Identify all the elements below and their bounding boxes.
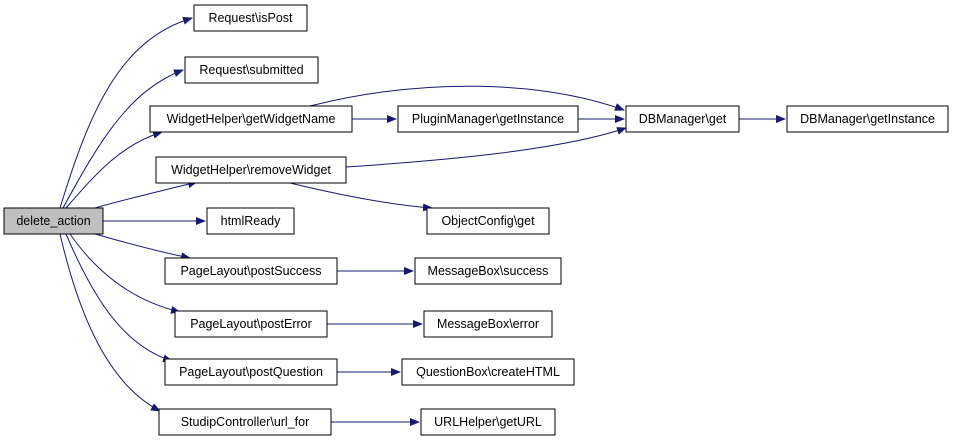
node-label: WidgetHelper\getWidgetName <box>167 112 336 126</box>
node-studipcontroller-url-for[interactable]: StudipController\url_for <box>158 408 332 436</box>
node-delete-action[interactable]: delete_action <box>3 207 104 235</box>
edge-delete-action-to-pagelayout-posterror <box>69 233 181 314</box>
edge-delete-action-to-widgethelper-removewidget <box>94 180 198 209</box>
node-label: QuestionBox\createHTML <box>416 365 560 379</box>
node-label: PageLayout\postSuccess <box>180 264 321 278</box>
edges-layer <box>59 16 786 426</box>
node-pagelayout-posterror[interactable]: PageLayout\postError <box>174 310 328 338</box>
node-label: MessageBox\error <box>437 317 539 331</box>
node-dbmanager-getinstance[interactable]: DBManager\getInstance <box>786 105 949 133</box>
node-messagebox-success[interactable]: MessageBox\success <box>414 257 562 285</box>
node-request-ispost[interactable]: Request\isPost <box>193 4 308 32</box>
node-label: URLHelper\getURL <box>434 415 542 429</box>
node-label: DBManager\get <box>639 112 727 126</box>
node-label: WidgetHelper\removeWidget <box>171 163 331 177</box>
nodes-layer: delete_action Request\isPost Request\sub… <box>3 4 949 436</box>
node-objectconfig-get[interactable]: ObjectConfig\get <box>426 207 550 235</box>
node-label: PluginManager\getInstance <box>412 112 564 126</box>
node-label: delete_action <box>16 214 90 228</box>
edge-delete-action-to-widgethelper-getwidgetname <box>65 130 163 209</box>
edge-delete-action-to-request-ispost <box>59 16 193 209</box>
node-label: DBManager\getInstance <box>800 112 935 126</box>
node-label: PageLayout\postQuestion <box>179 365 323 379</box>
edge-delete-action-to-studipcontroller-url-for <box>59 233 161 412</box>
node-questionbox-createhtml[interactable]: QuestionBox\createHTML <box>401 358 575 386</box>
node-label: PageLayout\postError <box>190 317 312 331</box>
node-widgethelper-getwidgetname[interactable]: WidgetHelper\getWidgetName <box>149 105 353 133</box>
edge-delete-action-to-pagelayout-postquestion <box>65 233 173 363</box>
node-label: htmlReady <box>221 214 281 228</box>
node-label: MessageBox\success <box>428 264 549 278</box>
node-label: Request\isPost <box>208 11 293 25</box>
edge-delete-action-to-request-submitted <box>62 69 184 209</box>
edge-delete-action-to-pagelayout-postsuccess <box>94 233 191 261</box>
node-pagelayout-postquestion[interactable]: PageLayout\postQuestion <box>164 358 338 386</box>
node-messagebox-error[interactable]: MessageBox\error <box>423 310 553 338</box>
edge-getwidgetname-to-dbmanager-get <box>309 85 625 111</box>
node-urlhelper-geturl[interactable]: URLHelper\getURL <box>420 408 556 436</box>
node-widgethelper-removewidget[interactable]: WidgetHelper\removeWidget <box>155 156 347 184</box>
node-dbmanager-get[interactable]: DBManager\get <box>625 105 740 133</box>
node-pluginmanager-getinstance[interactable]: PluginManager\getInstance <box>397 105 579 133</box>
edge-removewidget-to-dbmanager-get <box>345 127 627 168</box>
node-pagelayout-postsuccess[interactable]: PageLayout\postSuccess <box>164 257 338 285</box>
node-label: Request\submitted <box>199 63 303 77</box>
node-label: ObjectConfig\get <box>441 214 535 228</box>
edge-removewidget-to-objectconfig-get <box>289 182 433 212</box>
node-request-submitted[interactable]: Request\submitted <box>184 56 319 84</box>
node-htmlready[interactable]: htmlReady <box>206 207 295 235</box>
node-label: StudipController\url_for <box>181 415 310 429</box>
